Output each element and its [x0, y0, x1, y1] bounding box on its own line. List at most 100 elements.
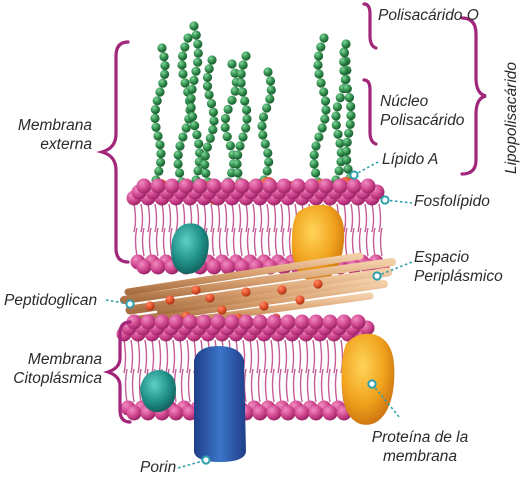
phospholipid-head	[361, 179, 376, 194]
lipid-tail	[367, 228, 369, 256]
lipid-tail	[234, 228, 236, 256]
lipid-tail	[152, 340, 154, 373]
lipid-tail	[187, 340, 189, 373]
lipid-tail	[155, 204, 157, 232]
lipid-tail	[138, 340, 140, 373]
phospholipid-head	[333, 179, 348, 194]
polysaccharide-bead	[227, 96, 236, 105]
lipid-tail	[131, 340, 133, 373]
polysaccharide-bead	[207, 99, 216, 108]
polysaccharide-bead	[345, 93, 354, 102]
label-proteina-de-la-membrana: Proteína de lamembrana	[360, 428, 480, 467]
lipid-tail	[176, 204, 178, 232]
lipid-tail	[365, 204, 367, 232]
polysaccharide-bead	[156, 149, 165, 158]
lipid-tail	[322, 369, 324, 402]
dot-porin	[202, 456, 209, 463]
phospholipid-head	[169, 406, 184, 421]
lipid-tail	[308, 369, 310, 402]
phospholipid-head	[137, 179, 152, 194]
polysaccharide-bead	[341, 39, 350, 48]
polysaccharide-bead	[160, 70, 169, 79]
phospholipid-head	[179, 179, 194, 194]
lipid-tail	[204, 204, 206, 232]
polysaccharide-bead	[174, 150, 183, 159]
phospholipid-head	[141, 315, 156, 330]
lipid-tail	[126, 369, 128, 402]
lipid-tail	[136, 228, 138, 256]
polysaccharide-bead	[201, 151, 210, 160]
polysaccharide-bead	[237, 69, 246, 78]
lipid-tail	[381, 228, 383, 256]
lipid-tail	[299, 340, 301, 373]
phospholipid-head	[253, 315, 268, 330]
polysaccharide-bead	[177, 60, 186, 69]
polysaccharide-bead	[267, 85, 276, 94]
polysaccharide-bead	[316, 42, 325, 51]
lipid-tail	[250, 340, 252, 373]
lipid-tail	[133, 369, 135, 402]
lipid-tail	[259, 369, 261, 402]
polysaccharide-bead	[151, 105, 160, 114]
polysaccharide-bead	[192, 130, 201, 139]
lipid-tail	[280, 369, 282, 402]
label-fosfolipido: Fosfolípido	[414, 192, 490, 211]
polysaccharide-bead	[342, 156, 351, 165]
polysaccharide-bead	[238, 87, 247, 96]
lipid-tail	[134, 204, 136, 232]
polysaccharide-bead	[310, 150, 319, 159]
polysaccharide-bead	[221, 123, 230, 132]
label-polisacarido-o: Polisacárido O	[378, 6, 479, 25]
phospholipid-head	[165, 179, 180, 194]
peptide-crosslink	[145, 301, 154, 310]
polysaccharide-bead	[178, 132, 187, 141]
polysaccharide-bead	[178, 69, 187, 78]
lipid-tail	[346, 228, 348, 256]
lipid-tail	[141, 204, 143, 232]
phospholipid-head	[267, 406, 282, 421]
phospholipid-head	[263, 179, 278, 194]
polysaccharide-bead	[221, 114, 230, 123]
polysaccharide-bead	[319, 87, 328, 96]
polysaccharide-bead	[192, 30, 201, 39]
polysaccharide-bead	[339, 57, 348, 66]
lipid-tail	[313, 340, 315, 373]
polysaccharide-bead	[333, 130, 342, 139]
polysaccharide-bead	[188, 112, 197, 121]
polysaccharide-bead	[191, 67, 200, 76]
polysaccharide-bead	[242, 105, 251, 114]
phospholipid-head	[211, 315, 226, 330]
polysaccharide-bead	[150, 114, 159, 123]
lipid-tail	[320, 340, 322, 373]
polysaccharide-bead	[153, 131, 162, 140]
phospholipid-head	[351, 315, 366, 330]
polysaccharide-bead	[190, 121, 199, 130]
phospholipid-head	[127, 406, 142, 421]
polysaccharide-bead	[226, 141, 235, 150]
lipid-tail	[288, 204, 290, 232]
phospholipid-head	[151, 260, 166, 275]
polysaccharide-bead	[261, 139, 270, 148]
polysaccharide-bead	[311, 141, 320, 150]
lipid-tail	[344, 204, 346, 232]
lipid-tail	[290, 228, 292, 256]
lipid-tail	[241, 228, 243, 256]
polysaccharide-bead	[235, 141, 244, 150]
polysaccharide-bead	[233, 150, 242, 159]
phospholipid-head	[323, 406, 338, 421]
membrane-protein-orange	[342, 334, 395, 425]
polysaccharide-bead	[339, 66, 348, 75]
polysaccharide-bead	[155, 140, 164, 149]
peptide-crosslink	[295, 295, 304, 304]
polysaccharide-bead	[203, 143, 212, 152]
lipid-tail	[327, 340, 329, 373]
polysaccharide-bead	[264, 157, 273, 166]
lipid-tail	[264, 340, 266, 373]
lipid-tail	[173, 340, 175, 373]
lipid-tail	[379, 204, 381, 232]
peptide-crosslink	[313, 279, 322, 288]
lipid-tail	[336, 369, 338, 402]
polysaccharide-bead	[263, 67, 272, 76]
bracket-lipopolisacarido	[462, 18, 486, 174]
polysaccharide-bead	[233, 168, 242, 177]
